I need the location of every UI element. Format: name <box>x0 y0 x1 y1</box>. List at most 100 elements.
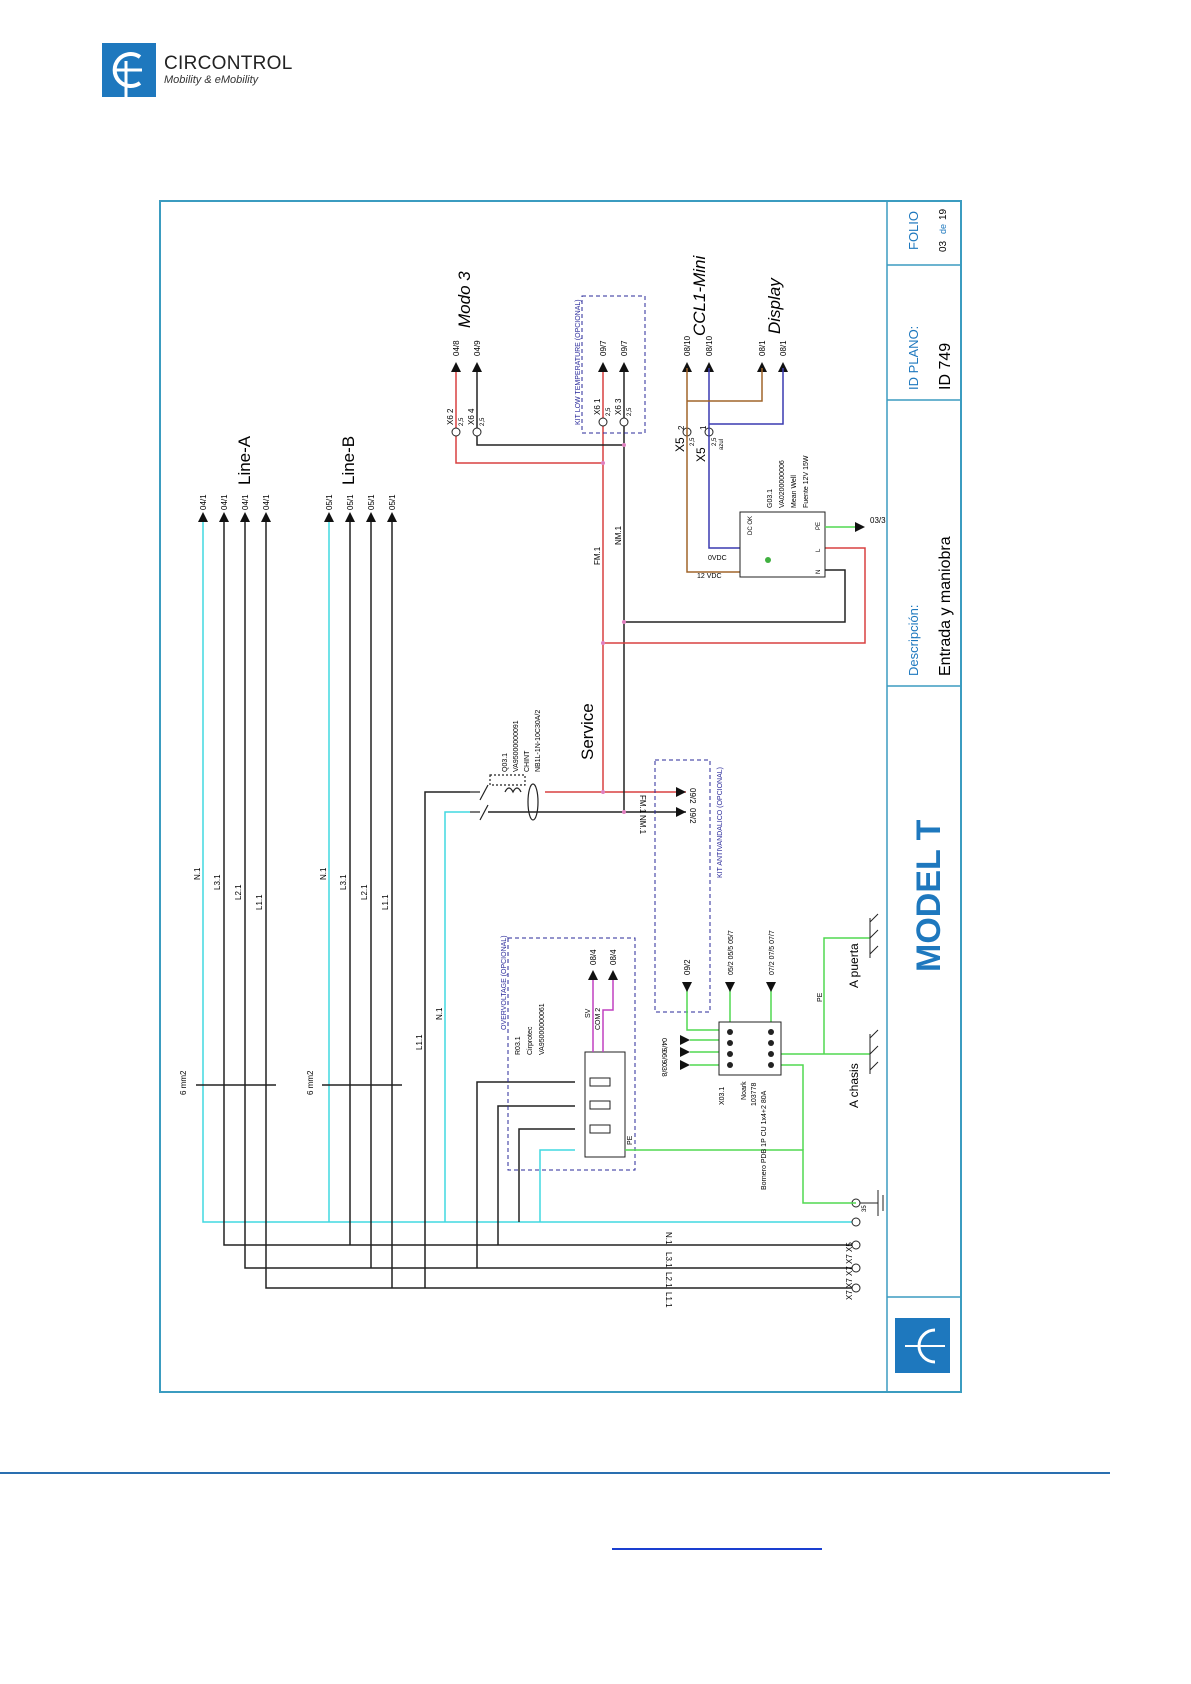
ccl-display-wires <box>686 368 784 573</box>
breaker-label: NB1L-1N-10C30A/2 <box>535 710 542 772</box>
footer-link-underline[interactable] <box>612 1548 822 1550</box>
bus-a-ref: 04/1 <box>199 494 208 510</box>
bus-wires <box>196 515 856 1289</box>
terminal-ref: 09/2 <box>683 959 692 975</box>
wire-label: L1.1 <box>381 894 390 910</box>
terminal-screws <box>727 1029 774 1068</box>
circontrol-logo: CIRCONTROL Mobility & eMobility <box>102 43 293 97</box>
service-output-wires <box>455 368 866 813</box>
overvoltage-box <box>507 937 636 1171</box>
psu-pin: 12 VDC <box>697 573 722 580</box>
x7-gauge: 35 <box>862 1205 868 1212</box>
line-b-label: Line-B <box>339 436 358 485</box>
psu-label: VA0200000006 <box>779 460 786 508</box>
bus-b-ref: 05/1 <box>388 494 397 510</box>
surge-ref: 08/4 <box>589 949 598 965</box>
wire-label: N.1 <box>664 1232 673 1245</box>
display-ref: 08/1 <box>758 340 767 356</box>
surge-label: R03.1 <box>515 1036 522 1055</box>
wire-label: L2.1 <box>664 1272 673 1288</box>
terminal-label: Bornero PDB 1P CU 1x4+2 80A <box>761 1090 768 1190</box>
title-block-logo <box>895 1318 950 1373</box>
service-ref: 09/2 <box>688 788 697 804</box>
psu-pin: 0VDC <box>708 555 727 562</box>
wire-label: L2.1 <box>234 884 243 900</box>
wire-label: L1.1 <box>664 1292 673 1308</box>
display-label: Display <box>765 277 784 334</box>
ccl-ref: 08/10 <box>705 335 714 356</box>
junction-dots <box>601 443 626 814</box>
power-supply-box <box>739 511 826 578</box>
folio-page: 03 <box>938 240 949 252</box>
feeder-wires <box>424 791 575 1288</box>
footer-divider <box>0 1472 1110 1474</box>
wire-label: L3.1 <box>213 874 222 890</box>
brand-tagline: Mobility & eMobility <box>164 74 259 86</box>
terminal-label: Noark <box>741 1081 748 1100</box>
psu-pin: N <box>816 570 822 574</box>
section-label: 6 mm2 <box>179 1070 188 1095</box>
wire-label: N.1 <box>193 867 202 880</box>
x6-label: X6 3 <box>614 398 623 415</box>
kit-low-temp-label: KIT LOW TEMPERATURE (OPCIONAL) <box>575 299 582 425</box>
modo3-ref: 04/8 <box>452 340 461 356</box>
psu-pe-ref: 03/3 <box>870 516 886 525</box>
description-label: Descripción: <box>906 604 921 676</box>
surge-signal: SV <box>585 1008 592 1018</box>
fm-label: FM.1 <box>638 795 647 814</box>
title-block <box>886 201 961 1392</box>
psu-pin: DC OK <box>748 516 754 535</box>
terminal-ref: 03/8 <box>660 1063 667 1077</box>
signal-arrows <box>451 362 788 817</box>
x5-label: X5 <box>673 437 687 452</box>
pe-label: PE <box>817 992 824 1002</box>
x6-label: X6 1 <box>593 398 602 415</box>
x5-gauge: 2,5 <box>690 437 696 446</box>
folio-label: FOLIO <box>906 211 921 250</box>
kit-low-temp-ref: 09/7 <box>620 340 629 356</box>
surge-arrows <box>588 970 618 980</box>
x5-gauge: 2,5 <box>712 437 718 446</box>
ground-symbols <box>860 913 884 1216</box>
nm-label: NM.1 <box>614 525 623 545</box>
pe-label: PE <box>627 1135 634 1145</box>
terminal-ref: 04/9 <box>660 1038 667 1052</box>
kit-low-temp-ref: 09/7 <box>599 340 608 356</box>
terminal-ref: 07/2 07/5 07/7 <box>769 930 776 975</box>
terminal-ref: 05/2 05/5 05/7 <box>728 930 735 975</box>
nm-label: NM.1 <box>638 815 647 835</box>
folio-total: 19 <box>938 208 949 220</box>
x6-gauge: 2,5 <box>459 417 465 426</box>
service-ref: 09/2 <box>688 808 697 824</box>
psu-pe-arrow <box>855 522 865 532</box>
ccl-ref: 08/10 <box>683 335 692 356</box>
psu-pin: PE <box>816 522 822 530</box>
description-value: Entrada y maniobra <box>937 536 954 676</box>
bus-b-ref: 05/1 <box>346 494 355 510</box>
logo-icon <box>102 43 156 97</box>
modo3-label: Modo 3 <box>455 271 474 328</box>
display-ref: 08/1 <box>779 340 788 356</box>
kit-antivandal-label: KIT ANTIVANDALICO (OPCIONAL) <box>717 767 724 878</box>
surge-ref: 08/4 <box>609 949 618 965</box>
model-title: MODEL T <box>910 819 948 972</box>
ccl-label: CCL1-Mini <box>690 254 709 336</box>
terminal-label: 103778 <box>751 1083 758 1106</box>
service-breaker <box>470 774 539 821</box>
modo3-ref: 04/9 <box>473 340 482 356</box>
wire-label: L2.1 <box>360 884 369 900</box>
x6-gauge: 2,5 <box>606 407 612 416</box>
bus-a-ref: 04/1 <box>262 494 271 510</box>
x5-label: X5 <box>694 447 708 462</box>
a-chasis-label: A chasis <box>847 1063 861 1108</box>
psu-label: Fuente 12V 15W <box>803 455 810 508</box>
surge-signal-wires <box>592 980 614 1052</box>
terminal-label: X03.1 <box>719 1087 726 1105</box>
psu-label: Mean Well <box>791 475 798 508</box>
x6-label: X6 4 <box>467 408 476 425</box>
pe-wires <box>625 937 870 1204</box>
line-a-label: Line-A <box>235 435 254 485</box>
psu-pin: L <box>816 548 822 552</box>
bus-arrows <box>198 512 397 522</box>
